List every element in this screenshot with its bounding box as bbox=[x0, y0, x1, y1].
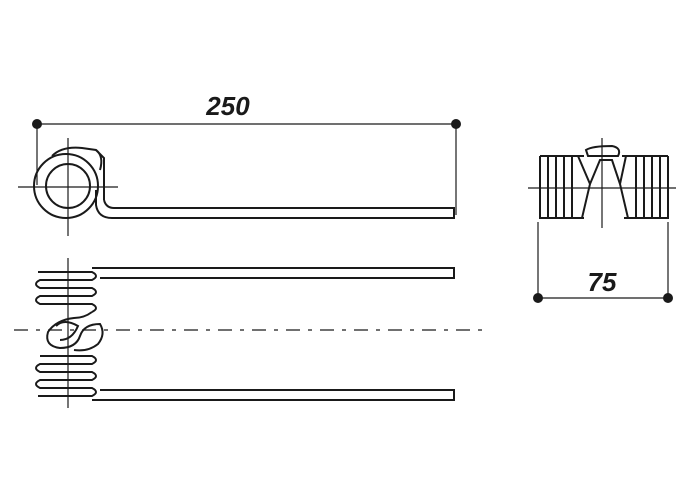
end-view-coil bbox=[528, 138, 676, 228]
length-dimension-label: 250 bbox=[205, 91, 250, 121]
width-dimension: 75 bbox=[533, 222, 673, 303]
top-view-double-coil bbox=[14, 258, 490, 408]
side-view-coil bbox=[18, 138, 455, 236]
length-dimension: 250 bbox=[32, 91, 461, 215]
width-dimension-label: 75 bbox=[588, 267, 617, 297]
